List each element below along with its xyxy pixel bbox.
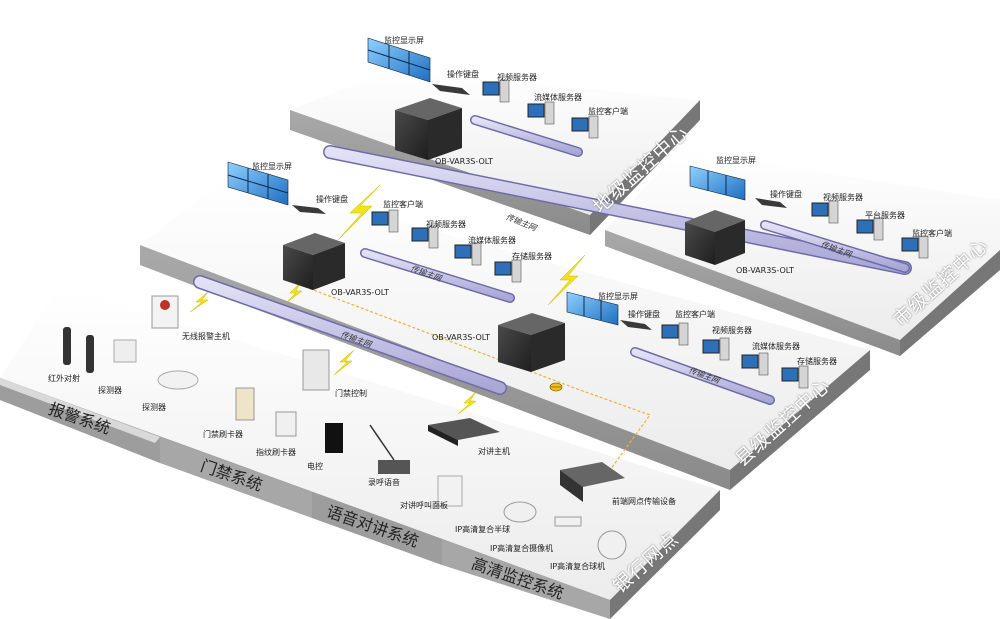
label-storage-server-county2: 存储服务器: [797, 357, 837, 366]
label-card-reader: 门禁刷卡器: [203, 430, 243, 439]
label-stream-server-pref: 流媒体服务器: [534, 93, 582, 102]
bus-county-right: [630, 347, 775, 405]
label-monitor-wall-county: 监控显示屏: [252, 162, 292, 171]
label-ip-ball: IP高清复合球机: [550, 562, 606, 571]
monitor-wall-prefecture: [367, 37, 431, 83]
label-electric-lock: 电控: [307, 462, 323, 471]
label-infrared: 红外对射: [48, 374, 80, 383]
label-stream-server-county2: 流媒体服务器: [752, 342, 800, 351]
label-client-city: 监控客户端: [912, 229, 952, 238]
label-client-county2: 监控客户端: [675, 310, 715, 319]
label-fingerprint: 指纹刷卡器: [256, 448, 296, 457]
olt-rack-prefecture: [395, 98, 462, 160]
hd-camera-devices: [503, 462, 627, 560]
label-intercom-host: 对讲主机: [478, 447, 510, 456]
alarm-devices: [63, 295, 199, 390]
label-keyboard-county2: 操作键盘: [628, 310, 660, 319]
label-detector-2: 探测器: [142, 403, 166, 412]
label-olt-county: OB-VAR3S-OLT: [331, 288, 390, 297]
label-monitor-wall-city: 监控显示屏: [716, 156, 756, 165]
fiber-link: [299, 284, 651, 471]
label-keyboard-pref: 操作键盘: [447, 70, 479, 79]
label-storage-server-county: 存储服务器: [512, 252, 552, 261]
label-front-transmit: 前端网点传输设备: [612, 497, 676, 506]
label-video-server-county: 视频服务器: [426, 220, 466, 229]
label-client-county: 监控客户端: [383, 200, 423, 209]
server-icons: [371, 79, 929, 389]
wireless-link-icons: [189, 184, 586, 415]
label-stream-server-county: 流媒体服务器: [468, 236, 516, 245]
bus-county-upper: [360, 248, 515, 303]
olt-rack-county: [283, 233, 345, 290]
label-call-mic: 录呼语音: [368, 478, 400, 487]
label-intercom-panel: 对讲呼叫面板: [400, 501, 448, 510]
label-olt-pref: OB-VAR3S-OLT: [435, 157, 494, 166]
label-olt-county2: OB-VAR3S-OLT: [432, 333, 491, 342]
bus-county: [193, 275, 507, 395]
intercom-devices: [369, 418, 500, 507]
keyboard-icons: [292, 84, 787, 330]
label-platform-server-city: 平台服务器: [865, 211, 905, 220]
label-monitor-wall-pref: 监控显示屏: [384, 36, 424, 45]
label-wireless-alarm: 无线报警主机: [182, 332, 230, 341]
label-ip-dome: IP高清复合半球: [455, 525, 511, 534]
olt-rack-county2: [498, 313, 565, 372]
monitor-wall-county: [227, 161, 289, 206]
monitor-wall-city: [689, 165, 746, 201]
label-ip-camera: IP高清复合摄像机: [490, 544, 554, 553]
label-video-server-city: 视频服务器: [823, 193, 863, 202]
platform-branch: [0, 285, 720, 619]
label-access-control: 门禁控制: [335, 389, 367, 398]
label-monitor-wall-county2: 监控显示屏: [598, 292, 638, 301]
label-keyboard-county: 操作键盘: [316, 195, 348, 204]
monitor-wall-county2: [566, 291, 619, 326]
bus-prefecture: [323, 145, 912, 275]
label-keyboard-city: 操作键盘: [770, 190, 802, 199]
label-olt-city: OB-VAR3S-OLT: [736, 266, 795, 275]
label-video-server-pref: 视频服务器: [497, 73, 537, 82]
olt-rack-city: [685, 210, 745, 265]
label-video-server-county2: 视频服务器: [712, 326, 752, 335]
label-client-pref: 监控客户端: [588, 107, 628, 116]
bus-prefecture-local: [470, 115, 583, 157]
label-detector-1: 探测器: [98, 386, 122, 395]
fiber-connector-icon: [549, 382, 563, 392]
bus-city: [760, 220, 910, 273]
access-devices: [235, 349, 343, 453]
